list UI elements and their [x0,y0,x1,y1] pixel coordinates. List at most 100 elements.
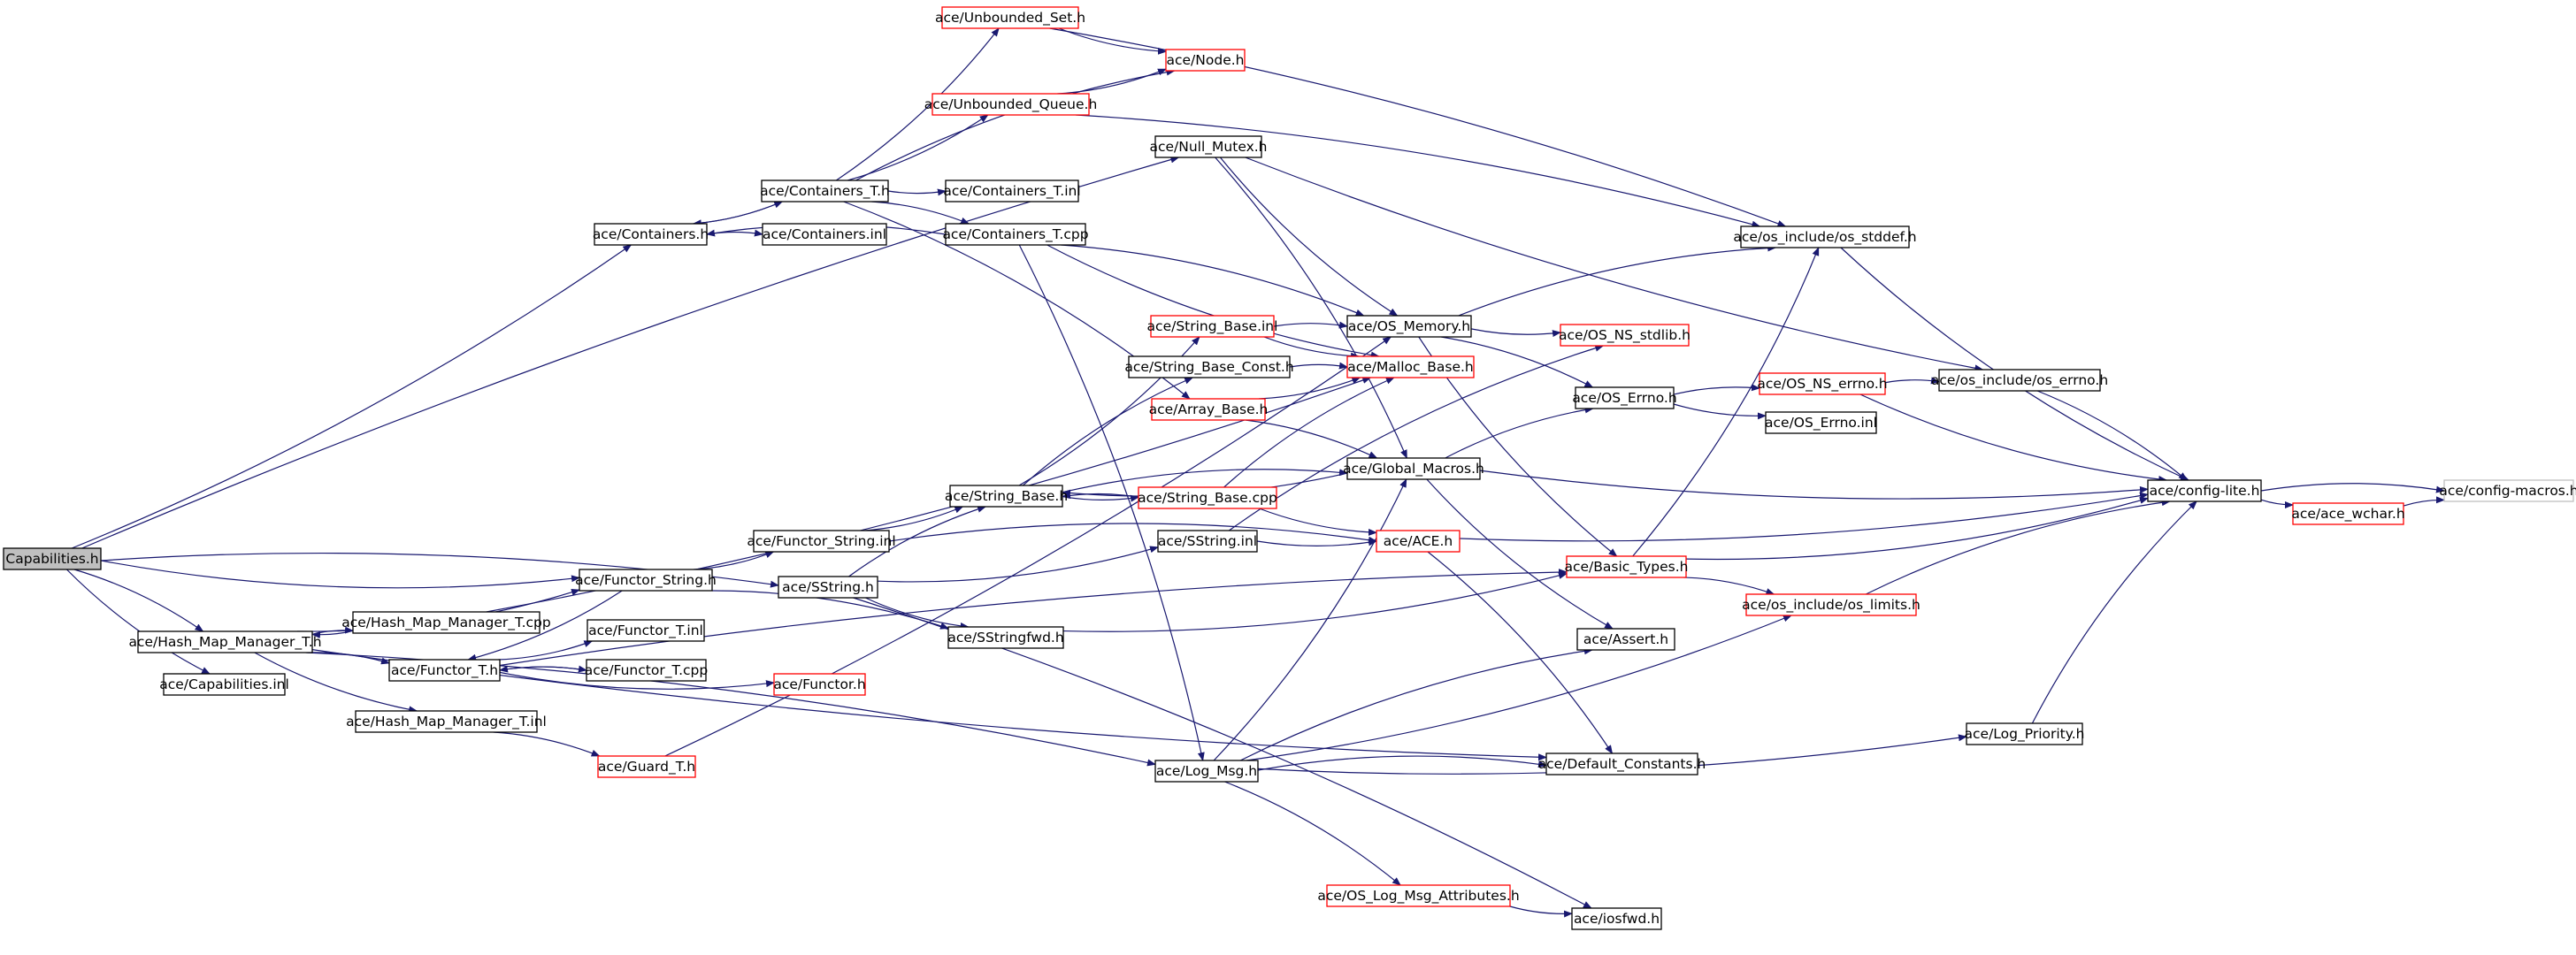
node-box [762,223,887,246]
edge-hash_map_manager_t_h-to-functor_t_h [307,652,390,665]
node-sstring_h[interactable]: ace/SString.h [778,576,878,599]
node-os_memory_h[interactable]: ace/OS_Memory.h [1346,315,1472,338]
edge-basic_types_h-to-os_stddef_h [1632,247,1820,557]
node-os_log_msg_attributes_h[interactable]: ace/OS_Log_Msg_Attributes.h [1317,884,1520,907]
node-box [355,710,538,733]
node-string_base_const_h[interactable]: ace/String_Base_Const.h [1124,355,1294,378]
node-string_base_inl[interactable]: ace/String_Base.inl [1147,315,1278,338]
node-label: ace/Unbounded_Queue.h [924,96,1098,113]
node-functor_string_h[interactable]: ace/Functor_String.h [575,569,717,592]
node-os_ns_errno_h[interactable]: ace/OS_NS_errno.h [1757,372,1888,395]
node-functor_t_cpp[interactable]: ace/Functor_T.cpp [585,659,708,682]
node-hash_map_manager_t_h[interactable]: ace/Hash_Map_Manager_T.h [128,630,322,653]
edge-containers_t_cpp-to-malloc_base_h [1046,244,1380,359]
node-label: ace/os_include/os_limits.h [1742,597,1920,614]
node-string_base_h[interactable]: ace/String_Base.h [945,485,1068,508]
node-label: ace/Unbounded_Set.h [935,10,1085,27]
node-capabilities_h[interactable]: Capabilities.h [3,547,102,570]
node-label: ace/Node.h [1167,52,1245,68]
edge-os_log_msg_attributes_h-to-iosfwd_h [1509,905,1573,918]
edge-functor_t_h-to-functor_t_inl [498,640,594,661]
node-label: ace/ace_wchar.h [2291,506,2404,523]
edge-containers_t_h-to-containers_h [692,201,783,227]
node-box [1346,355,1475,378]
node-null_mutex_h[interactable]: ace/Null_Mutex.h [1149,135,1268,158]
node-assert_h[interactable]: ace/Assert.h [1576,628,1675,651]
node-functor_t_inl[interactable]: ace/Functor_T.inl [586,619,705,642]
node-unbounded_queue_h[interactable]: ace/Unbounded_Queue.h [924,93,1098,116]
node-capabilities_inl[interactable]: ace/Capabilities.inl [159,673,289,696]
node-guard_t_h[interactable]: ace/Guard_T.h [597,755,696,778]
node-basic_types_h[interactable]: ace/Basic_Types.h [1565,555,1689,578]
node-log_priority_h[interactable]: ace/Log_Priority.h [1965,722,2085,745]
node-label: ace/iosfwd.h [1574,911,1660,927]
node-box [137,630,313,653]
edge-string_base_cpp-to-ace_h [1259,508,1377,536]
node-box [1154,760,1259,783]
node-box [1566,555,1687,578]
edge-array_base_h-to-malloc_base_h [1259,377,1361,400]
edge-hash_map_manager_t_inl-to-guard_t_h [493,731,601,757]
node-label: ace/Functor_T.cpp [585,662,708,679]
node-box [2147,479,2262,502]
edge-sstringfwd_h-to-basic_types_h [1062,572,1568,632]
edge-os_memory_h-to-os_stddef_h [1458,244,1777,317]
node-string_base_cpp[interactable]: ace/String_Base.cpp [1138,486,1277,509]
node-label: ace/String_Base.inl [1147,318,1278,335]
node-box [3,547,102,570]
node-label: ace/Capabilities.inl [159,676,289,692]
node-containers_t_cpp[interactable]: ace/Containers_T.cpp [942,223,1089,246]
node-config_lite_h[interactable]: ace/config-lite.h [2147,479,2262,502]
node-global_macros_h[interactable]: ace/Global_Macros.h [1343,457,1484,480]
node-label: ace/OS_Memory.h [1348,318,1470,335]
edge-capabilities_h-to-containers_h [71,244,632,549]
node-os_ns_stdlib_h[interactable]: ace/OS_NS_stdlib.h [1559,324,1690,347]
edge-containers_t_h-to-containers_t_cpp [871,201,970,225]
node-os_include_errno_h[interactable]: ace/os_include/os_errno.h [1931,369,2108,392]
node-default_constants_h[interactable]: ace/Default_Constants.h [1538,753,1706,775]
node-hash_map_manager_t_inl[interactable]: ace/Hash_Map_Manager_T.inl [346,710,547,733]
node-label: ace/Containers.inl [763,226,886,242]
node-hash_map_manager_t_cpp[interactable]: ace/Hash_Map_Manager_T.cpp [341,611,551,634]
node-node_h[interactable]: ace/Node.h [1165,49,1246,72]
node-log_msg_h[interactable]: ace/Log_Msg.h [1154,760,1259,783]
edge-string_base_h-to-string_base_const_h [1022,377,1194,486]
node-label: ace/os_include/os_stddef.h [1733,229,1916,246]
node-box [1138,486,1277,509]
node-containers_inl[interactable]: ace/Containers.inl [762,223,887,246]
node-box [1966,722,2083,745]
node-containers_h[interactable]: ace/Containers.h [593,223,709,246]
node-label: Capabilities.h [5,551,98,567]
node-iosfwd_h[interactable]: ace/iosfwd.h [1571,907,1662,930]
edge-log_msg_h-to-os_log_msg_attributes_h [1224,781,1401,886]
node-os_stddef_h[interactable]: ace/os_include/os_stddef.h [1733,225,1917,248]
node-label: ace/String_Base.cpp [1138,490,1277,507]
edge-unbounded_set_h-to-os_stddef_h [1049,27,1787,227]
node-array_base_h[interactable]: ace/Array_Base.h [1149,398,1269,421]
node-box [1157,530,1258,553]
node-functor_string_inl[interactable]: ace/Functor_String.inl [747,530,896,553]
node-functor_t_h[interactable]: ace/Functor_T.h [388,659,501,682]
node-label: ace/config-macros.h [2439,483,2576,499]
node-box [388,659,501,682]
node-label: ace/Hash_Map_Manager_T.cpp [341,615,551,631]
node-functor_h[interactable]: ace/Functor.h [773,673,866,696]
node-containers_t_h[interactable]: ace/Containers_T.h [760,180,890,202]
node-unbounded_set_h[interactable]: ace/Unbounded_Set.h [935,6,1085,29]
node-box [945,180,1079,202]
node-config_macros_h[interactable]: ace/config-macros.h [2439,479,2576,502]
node-os_errno_inl[interactable]: ace/OS_Errno.inl [1765,411,1877,434]
node-ace_wchar_h[interactable]: ace/ace_wchar.h [2291,502,2405,525]
node-ace_h[interactable]: ace/ACE.h [1376,530,1460,553]
node-sstringfwd_h[interactable]: ace/SStringfwd.h [947,626,1064,649]
node-box [1765,411,1877,434]
edge-unbounded_queue_h-to-os_stddef_h [1076,114,1761,228]
edge-string_base_cpp-to-string_base_h [1062,492,1139,500]
node-malloc_base_h[interactable]: ace/Malloc_Base.h [1346,355,1475,378]
node-os_limits_h[interactable]: ace/os_include/os_limits.h [1742,593,1920,616]
edge-containers_t_cpp-to-os_memory_h [1061,244,1365,317]
node-containers_t_inl[interactable]: ace/Containers_T.inl [943,180,1081,202]
node-os_errno_h[interactable]: ace/OS_Errno.h [1572,386,1677,409]
node-sstring_inl[interactable]: ace/SString.inl [1157,530,1258,553]
